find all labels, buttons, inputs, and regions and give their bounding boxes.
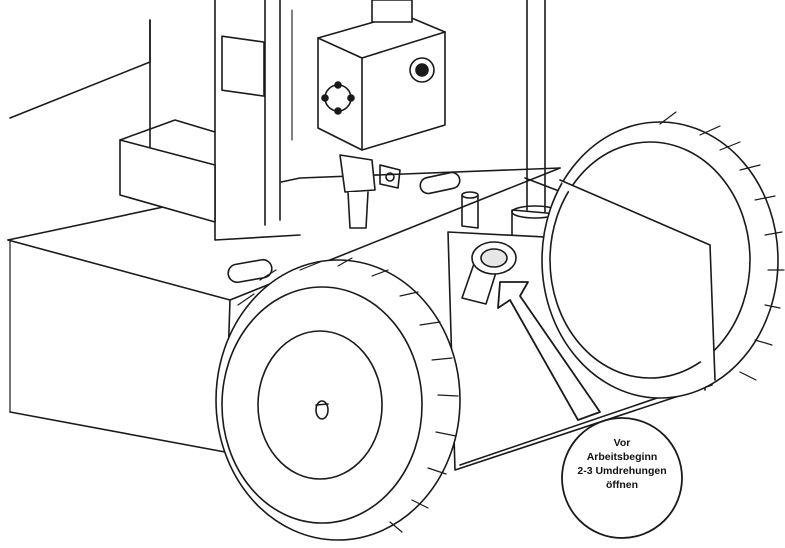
front-wheel [215,257,461,541]
valve-block [317,0,446,229]
callout-label: Vor Arbeitsbeginn 2-3 Umdrehungen öffnen [570,436,674,492]
callout-arrow-icon [497,281,601,421]
callout-line-3: 2-3 Umdrehungen [577,465,667,477]
callout-circle [561,417,683,539]
machine-column [119,0,301,241]
callout-line-1: Vor [613,437,631,449]
platform-slots [227,171,479,284]
rear-wheel [541,111,785,399]
callout-line-4: öffnen [605,479,639,491]
drain-valve-icon [461,241,517,305]
callout-line-2: Arbeitsbeginn [586,451,658,463]
